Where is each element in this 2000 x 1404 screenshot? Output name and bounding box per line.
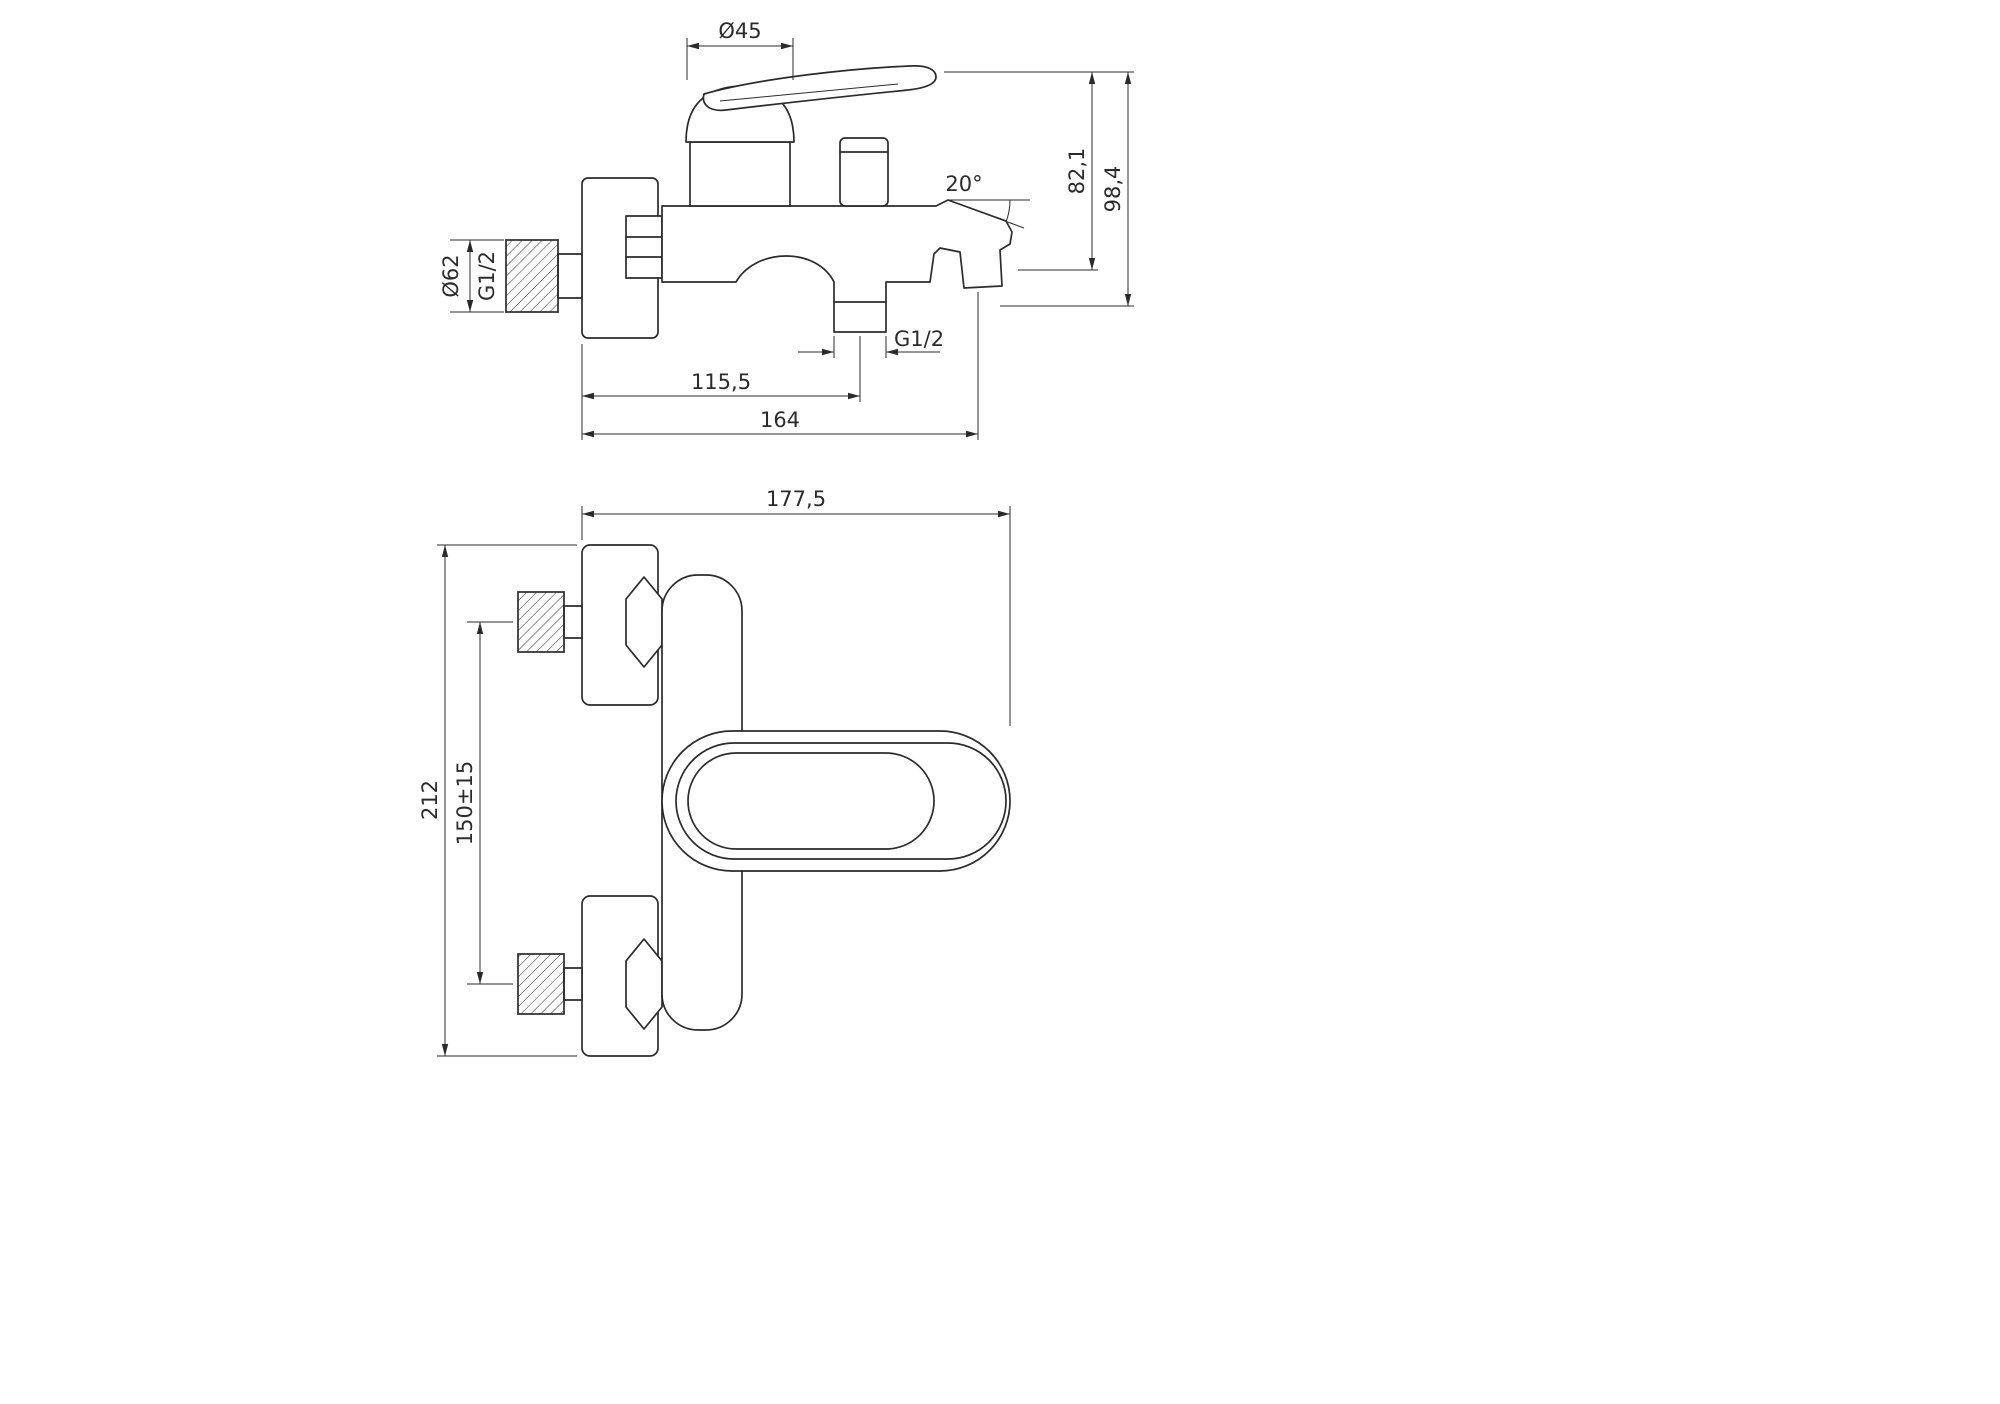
mounting-nut-top-front	[625, 576, 663, 668]
dim-flange-diameter: Ø62 G1/2	[439, 239, 504, 313]
inlet-stub-bottom-front	[563, 967, 583, 1001]
handle-front	[675, 742, 1007, 860]
dim-label-cap-diameter: Ø45	[718, 19, 761, 43]
front-view: 177,5 212 150±15	[418, 487, 1011, 1057]
dim-spout-angle: 20°	[945, 172, 1030, 229]
inlet-stub-side	[557, 253, 583, 299]
faucet-body-side	[661, 199, 1013, 333]
dim-total-depth: 164	[582, 292, 979, 440]
inlet-connector-side	[505, 239, 559, 313]
inlet-connector-bottom-front	[517, 953, 565, 1015]
side-view: Ø45 Ø62 G1/2 82,1 98,4 20°	[439, 19, 1134, 440]
dim-label-outlet-offset: 115,5	[691, 370, 751, 394]
diverter-knob	[839, 137, 889, 207]
dim-outlet-thread: G1/2	[798, 327, 944, 358]
dim-label-inlet-thread: G1/2	[475, 251, 499, 301]
dim-label-total-depth: 164	[760, 408, 800, 432]
dim-label-outlet-thread: G1/2	[894, 327, 944, 351]
dim-label-spout-angle: 20°	[945, 172, 982, 196]
dim-label-inlet-spacing: 150±15	[453, 761, 477, 845]
dim-label-total-width: 177,5	[766, 487, 826, 511]
dim-spout-height: 82,1	[944, 71, 1134, 271]
dim-inlet-spacing: 150±15	[453, 621, 513, 985]
dim-label-spout-height: 82,1	[1065, 148, 1089, 195]
dim-cap-diameter: Ø45	[686, 19, 794, 80]
dim-total-height-side: 98,4	[1000, 72, 1134, 307]
inlet-stub-top-front	[563, 605, 583, 639]
dim-label-total-height-side: 98,4	[1101, 166, 1125, 213]
dim-label-flange-diameter: Ø62	[439, 254, 463, 297]
dim-label-total-height-front: 212	[418, 780, 442, 820]
handle-lever-inner-front	[687, 752, 935, 850]
dim-total-height-front: 212	[418, 544, 577, 1057]
dim-total-width: 177,5	[581, 487, 1011, 726]
mounting-nut-side	[625, 215, 663, 279]
cartridge-column	[689, 141, 791, 207]
dim-outlet-offset: 115,5	[581, 336, 861, 440]
handle-lever-side	[702, 65, 937, 112]
inlet-connector-top-front	[517, 591, 565, 653]
